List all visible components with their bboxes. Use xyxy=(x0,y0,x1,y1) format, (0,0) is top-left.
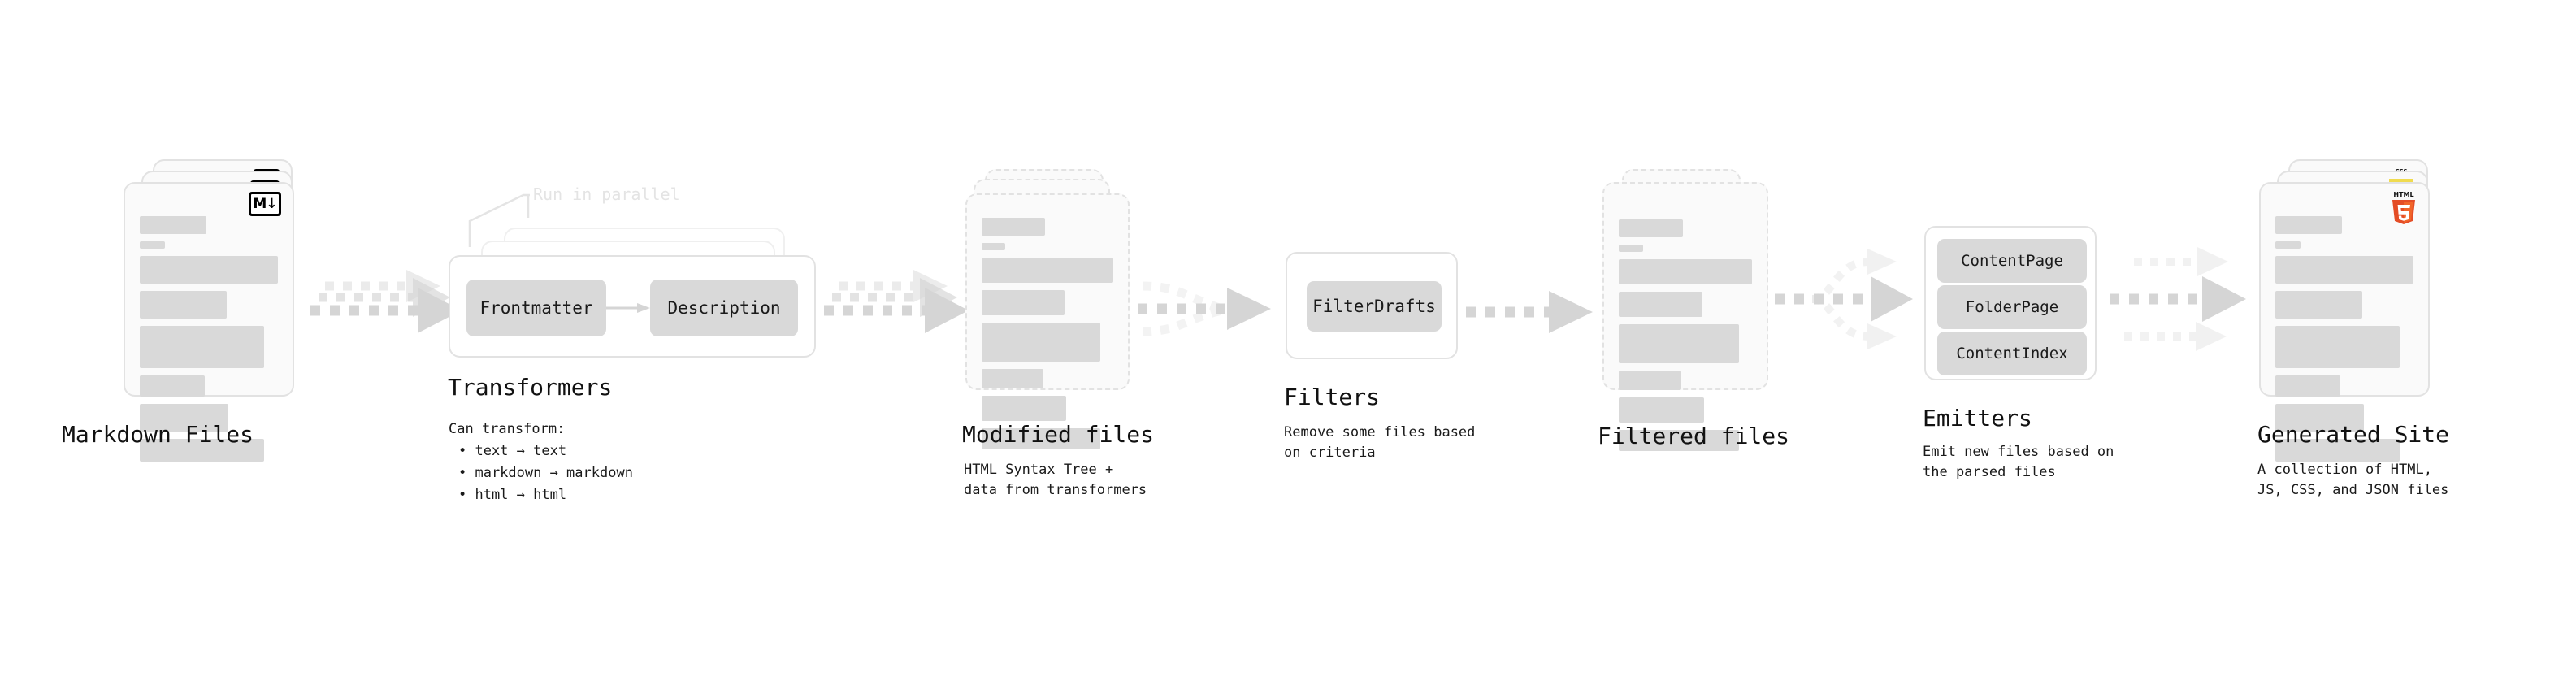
emitters-box: ContentPage FolderPage ContentIndex xyxy=(1924,226,2097,380)
emitter-chip-folderpage[interactable]: FolderPage xyxy=(1937,285,2087,329)
arrow-transformers-to-modified xyxy=(824,270,969,333)
markdown-icon: M↓ xyxy=(249,192,281,216)
stage-title-transformers: Transformers xyxy=(448,374,613,401)
markdown-icon-glyph: M↓ xyxy=(253,195,277,212)
file-skeleton xyxy=(1619,219,1752,458)
transformers-bullet-3: • html → html xyxy=(458,487,567,503)
markdown-file-front: M↓ xyxy=(124,182,294,462)
stage-title-markdown-files: Markdown Files xyxy=(62,421,254,448)
arrow-filters-to-filtered xyxy=(1466,291,1593,333)
generated-file-html: HTML xyxy=(2259,182,2430,462)
stage-filtered-files: Filtered files xyxy=(1598,169,1789,451)
arrow-markdown-to-transformers xyxy=(310,270,462,333)
transformer-chip-frontmatter[interactable]: Frontmatter xyxy=(466,280,606,336)
run-in-parallel-label: Run in parallel xyxy=(533,184,680,204)
stage-title-filters: Filters xyxy=(1284,384,1381,410)
run-in-parallel-bracket xyxy=(468,193,530,247)
filtered-file-front xyxy=(1602,182,1768,451)
stage-markdown-files: M↓ M↓ M↓ Markdown Files xyxy=(62,159,310,462)
filtered-file-stack xyxy=(1602,169,1789,451)
emitter-chip-label: ContentIndex xyxy=(1956,345,2068,362)
emitter-chip-contentpage[interactable]: ContentPage xyxy=(1937,239,2087,283)
file-skeleton xyxy=(982,218,1113,457)
modified-file-front xyxy=(965,193,1130,449)
filters-subtitle: Remove some files based on criteria xyxy=(1284,424,1476,461)
emitters-subtitle: Emit new files based on the parsed files xyxy=(1923,444,2114,480)
generated-file-stack: CSS HTML xyxy=(2259,159,2446,462)
modified-files-subtitle: HTML Syntax Tree + data from transformer… xyxy=(964,462,1147,498)
stage-title-emitters: Emitters xyxy=(1923,405,2032,432)
arrow-emitters-to-site xyxy=(2110,247,2246,351)
arrow-modified-to-filters xyxy=(1138,281,1271,336)
transformer-box-front: Frontmatter Description xyxy=(449,255,816,358)
filters-box: FilterDrafts xyxy=(1286,252,1458,359)
transformers-bullet-2: • markdown → markdown xyxy=(458,465,633,481)
svg-text:HTML: HTML xyxy=(2393,191,2413,198)
stage-modified-files: Modified files HTML Syntax Tree + data f… xyxy=(962,169,1154,498)
generated-site-subtitle: A collection of HTML, JS, CSS, and JSON … xyxy=(2257,462,2449,498)
emitter-chip-label: FolderPage xyxy=(1965,298,2059,316)
html5-icon: HTML xyxy=(2389,190,2418,224)
stage-title-modified-files: Modified files xyxy=(962,421,1155,448)
filter-chip-filterdrafts[interactable]: FilterDrafts xyxy=(1307,281,1442,332)
markdown-file-stack: M↓ M↓ M↓ xyxy=(124,159,310,462)
emitter-chip-label: ContentPage xyxy=(1961,252,2063,270)
stage-generated-site: CSS HTML xyxy=(2257,159,2449,498)
emitter-chip-contentindex[interactable]: ContentIndex xyxy=(1937,332,2087,375)
transformer-arrow-front xyxy=(606,303,650,313)
stage-title-filtered-files: Filtered files xyxy=(1598,423,1790,449)
transformer-chip-label: Description xyxy=(667,298,781,318)
transformer-chip-description[interactable]: Description xyxy=(650,280,798,336)
transformers-subtitle-head: Can transform: xyxy=(449,421,566,437)
file-skeleton xyxy=(140,216,278,469)
filter-chip-label: FilterDrafts xyxy=(1312,297,1436,316)
stage-title-generated-site: Generated Site xyxy=(2257,421,2450,448)
file-skeleton xyxy=(2275,216,2413,469)
transformers-bullet-1: • text → text xyxy=(458,443,567,459)
arrow-filtered-to-emitters xyxy=(1775,249,1913,349)
modified-file-stack xyxy=(965,169,1152,449)
transformer-chip-label: Frontmatter xyxy=(479,298,593,318)
